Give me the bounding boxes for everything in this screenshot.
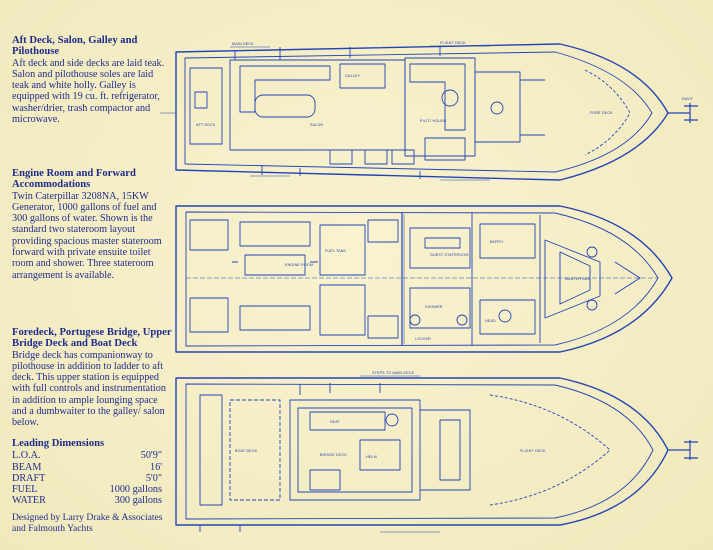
- plan-label: GALLEY: [345, 74, 361, 78]
- leader-lines: [230, 45, 490, 533]
- dimension-label: DRAFT: [12, 472, 46, 484]
- plan-label: DAVIT: [682, 97, 694, 101]
- section-heading: Engine Room and Forward Accommodations: [12, 168, 136, 191]
- lower-deck-plan: [175, 205, 673, 353]
- plan-label: SALON: [310, 123, 323, 127]
- dimension-row: BEAM 16': [12, 462, 162, 473]
- dimension-label: WATER: [12, 495, 46, 507]
- section-body: Aft deck and side decks are laid teak. S…: [12, 57, 165, 126]
- plan-labels: MAIN DECK FLIGHT DECK SALON PILOT HOUSE …: [196, 41, 694, 459]
- plan-label: PILOT HOUSE: [420, 119, 447, 123]
- plan-label: GUEST STATEROOM: [430, 253, 469, 257]
- plan-label: BOAT DECK: [235, 449, 258, 453]
- plan-label: FORE DECK: [590, 111, 613, 115]
- main-deck-plan: [160, 43, 698, 181]
- plan-label: BERTH: [490, 240, 503, 244]
- plan-label: SHOWER: [425, 305, 443, 309]
- plan-label: BRIDGE DECK: [320, 453, 347, 457]
- dimension-row: L.O.A. 50'9": [12, 450, 162, 461]
- plan-label: FLIGHT DECK: [520, 449, 546, 453]
- plan-label: SEAT: [330, 420, 341, 424]
- dimension-value: 5'0": [145, 472, 162, 484]
- designer-credit: Designed by Larry Drake & Associates and…: [12, 512, 163, 534]
- section-engine-room: Engine Room and Forward Accommodations T…: [12, 168, 172, 281]
- dimension-value: 16': [149, 461, 162, 473]
- plan-label: STEPS TO MAIN DECK: [372, 371, 415, 375]
- section-aft-deck: Aft Deck, Salon, Galley and Pilothouse A…: [12, 35, 172, 125]
- bridge-deck-plan: [175, 377, 698, 532]
- plan-label: MAIN DECK: [232, 42, 254, 46]
- dimension-label: L.O.A.: [12, 450, 41, 462]
- plan-label: FLIGHT DECK: [440, 41, 466, 45]
- plan-label: HEAD: [485, 319, 496, 323]
- section-heading: Foredeck, Portugese Bridge, Upper Bridge…: [12, 327, 172, 350]
- plan-label: AFT DECK: [196, 123, 216, 127]
- plan-label: LOCKER: [415, 337, 431, 341]
- dimension-value: 1000 gallons: [109, 484, 162, 496]
- dimensions-heading: Leading Dimensions: [12, 438, 105, 449]
- dimension-row: WATER 300 gallons: [12, 495, 162, 506]
- section-body: Bridge deck has companionway to pilothou…: [12, 349, 166, 429]
- plan-label: FUEL TANK: [325, 249, 347, 253]
- section-foredeck: Foredeck, Portugese Bridge, Upper Bridge…: [12, 327, 172, 429]
- plan-label: MASTER BED: [565, 277, 591, 281]
- dimension-row: FUEL 1000 gallons: [12, 484, 162, 495]
- leading-dimensions: Leading Dimensions L.O.A. 50'9" BEAM 16' D…: [12, 438, 162, 507]
- dimension-row: DRAFT 5'0": [12, 473, 162, 484]
- dimension-label: FUEL: [12, 484, 38, 496]
- plan-label: ENGINE ROOM: [285, 263, 313, 267]
- section-heading: Aft Deck, Salon, Galley and Pilothouse: [12, 35, 138, 58]
- dimension-value: 50'9": [140, 450, 162, 462]
- dimension-label: BEAM: [12, 461, 42, 473]
- dimension-value: 300 gallons: [114, 495, 162, 507]
- plan-label: HELM: [366, 455, 377, 459]
- section-body: Twin Caterpillar 3208NA, 15KW Generator,…: [12, 190, 162, 281]
